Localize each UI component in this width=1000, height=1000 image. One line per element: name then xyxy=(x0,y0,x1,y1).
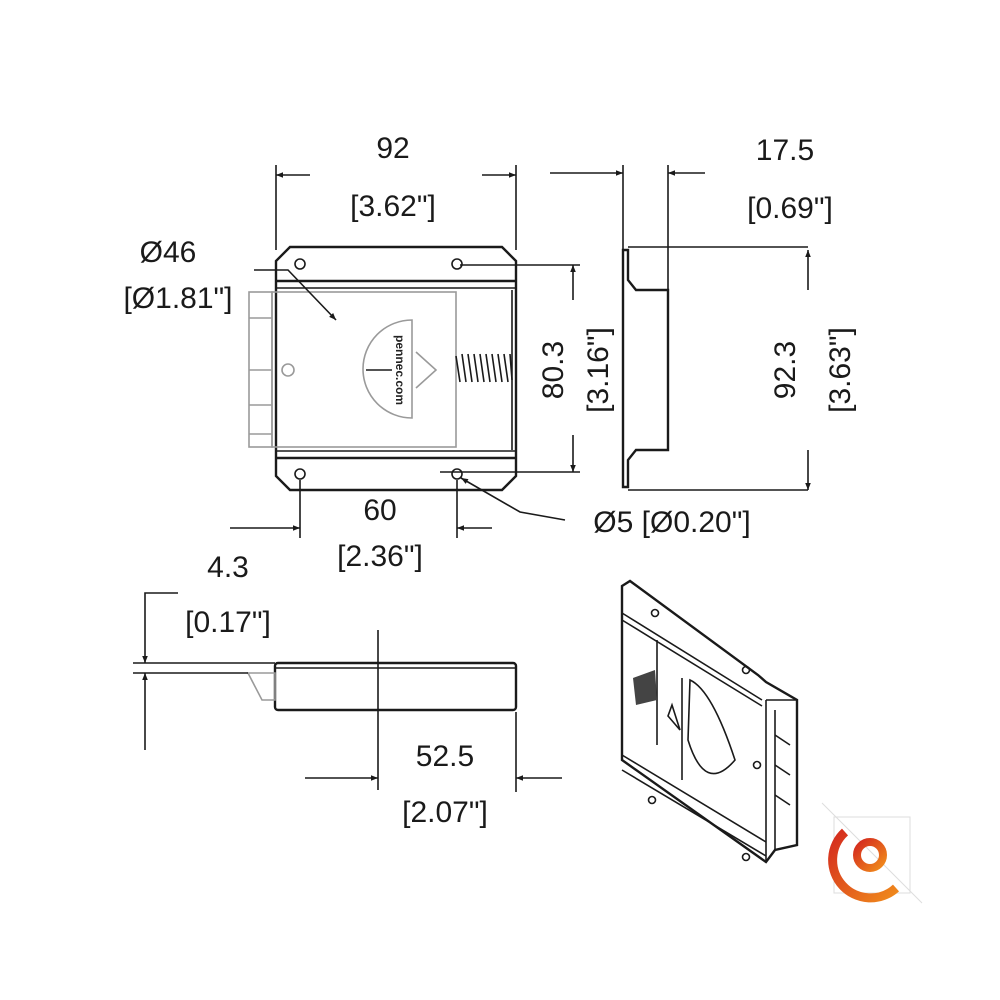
mount-hole xyxy=(451,468,463,480)
svg-text:52.5: 52.5 xyxy=(416,740,474,773)
spring xyxy=(633,670,657,705)
bottom-view xyxy=(133,630,518,792)
spring xyxy=(455,353,513,383)
svg-text:80.3: 80.3 xyxy=(537,341,570,399)
svg-text:[Ø1.81"]: [Ø1.81"] xyxy=(123,282,232,315)
svg-text:[3.62"]: [3.62"] xyxy=(350,190,436,223)
isometric-view xyxy=(620,579,799,864)
svg-text:[2.36"]: [2.36"] xyxy=(337,540,423,573)
svg-text:92.3: 92.3 xyxy=(769,341,802,399)
dimension-hole-spacing: 60 [2.36"] xyxy=(230,480,492,573)
svg-text:[0.69"]: [0.69"] xyxy=(747,192,833,225)
brand-logo xyxy=(821,802,923,904)
mount-hole xyxy=(294,468,306,480)
dimension-hole-diameter: Ø5 [Ø0.20"] xyxy=(460,477,751,539)
svg-text:92: 92 xyxy=(376,132,409,165)
mount-hole xyxy=(451,258,463,270)
dimension-height: 92.3 [3.63"] xyxy=(769,250,857,490)
dimension-inner-height: 80.3 [3.16"] xyxy=(440,264,615,473)
side-view: 17.5 [0.69"] xyxy=(550,134,833,491)
svg-text:4.3: 4.3 xyxy=(207,551,249,584)
front-view: pennec.com xyxy=(248,245,518,492)
cylinder-outline xyxy=(362,319,413,419)
dimension-width: 92 [3.62"] xyxy=(275,132,517,250)
svg-text:60: 60 xyxy=(363,494,396,527)
svg-text:[0.17"]: [0.17"] xyxy=(185,606,271,639)
svg-text:17.5: 17.5 xyxy=(756,134,814,167)
dimension-offset: 4.3 [0.17"] xyxy=(142,551,271,750)
mount-hole xyxy=(294,258,306,270)
dimension-half-width: 52.5 [2.07"] xyxy=(305,740,562,829)
cylinder-brand-text: pennec.com xyxy=(393,335,407,405)
dimension-cylinder: Ø46 [Ø1.81"] xyxy=(123,236,337,321)
svg-text:Ø5 [Ø0.20"]: Ø5 [Ø0.20"] xyxy=(593,506,750,539)
svg-text:[2.07"]: [2.07"] xyxy=(402,796,488,829)
svg-text:[3.16"]: [3.16"] xyxy=(582,327,615,413)
svg-text:[3.63"]: [3.63"] xyxy=(824,327,857,413)
svg-text:Ø46: Ø46 xyxy=(140,236,197,269)
